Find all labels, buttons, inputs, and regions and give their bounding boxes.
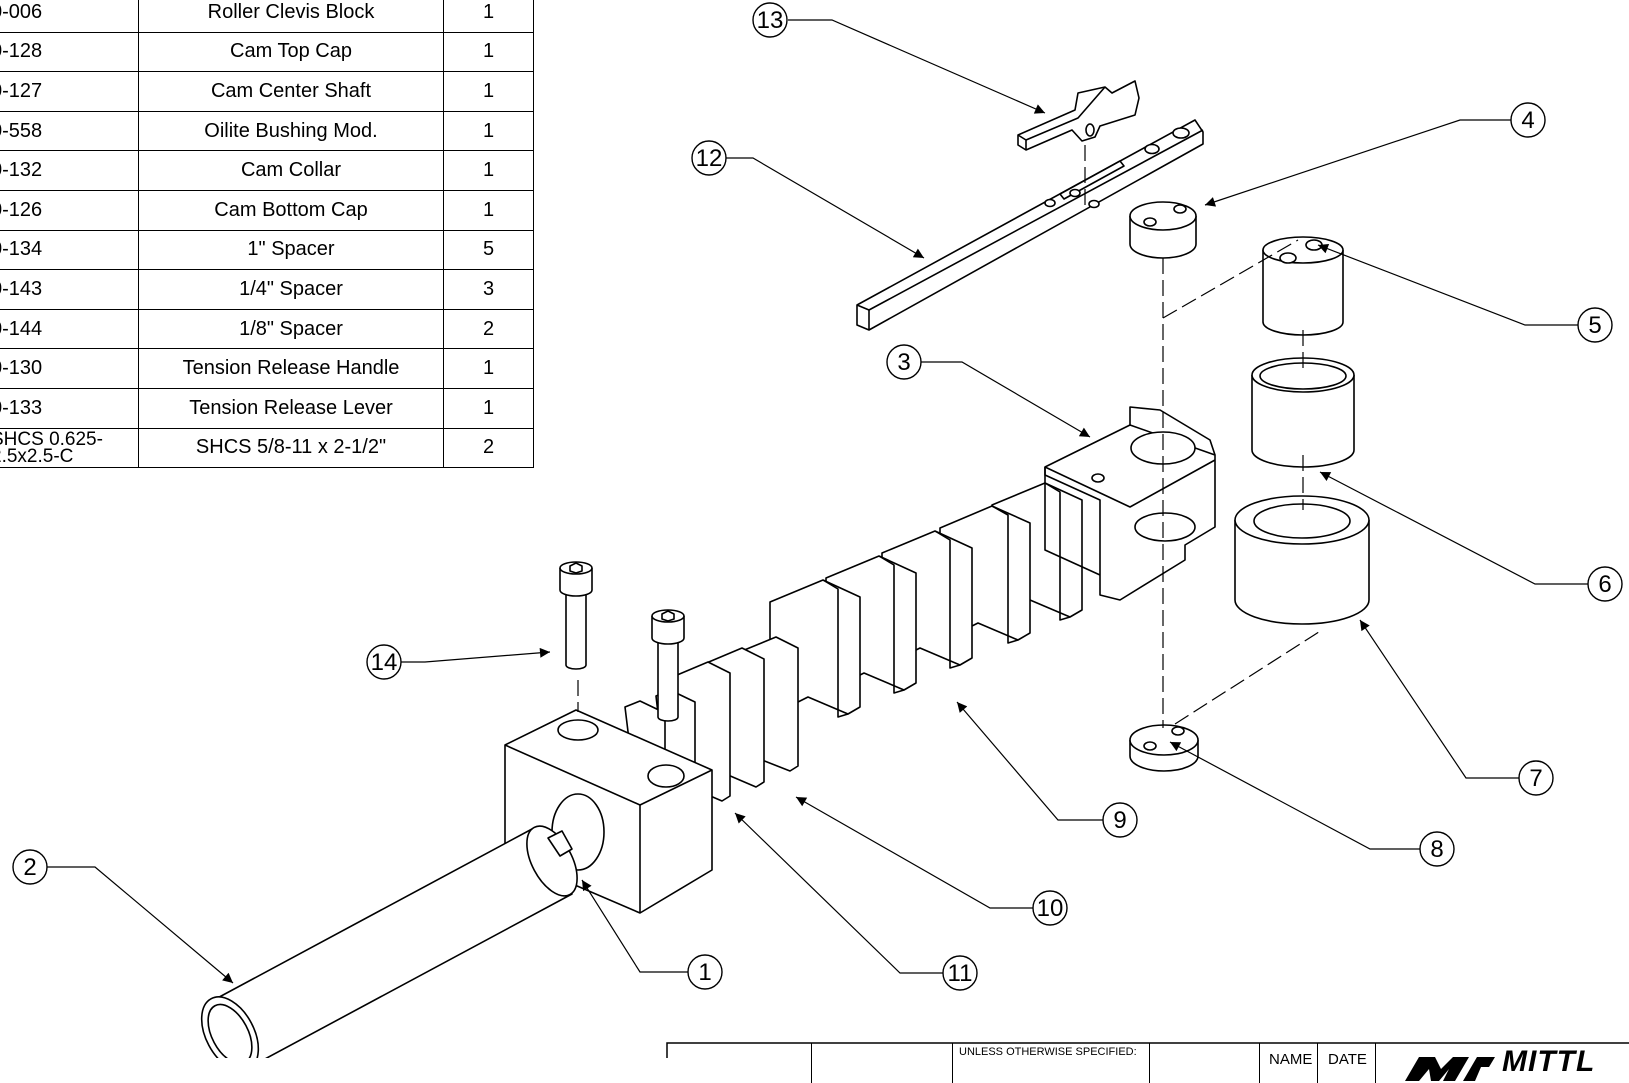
balloon-12: 12	[691, 140, 727, 176]
part-number: SHCS 0.625-2.5x2.5-C	[0, 427, 139, 469]
assembly-parts	[200, 80, 1370, 1058]
unless-specified-label: UNLESS OTHERWISE SPECIFIED:	[959, 1046, 1137, 1058]
part-description: Tension Release Lever	[138, 387, 444, 429]
svg-text:5: 5	[1588, 312, 1601, 339]
roller-shaft	[200, 825, 578, 1058]
title-block: UNLESS OTHERWISE SPECIFIED: NAME DATE MI…	[667, 1043, 1629, 1083]
balloon-1: 1	[687, 954, 723, 990]
balloon-14: 14	[366, 644, 402, 680]
center-lines	[577, 145, 1323, 728]
svg-text:9: 9	[1113, 807, 1126, 834]
part-number: 0-006	[0, 0, 139, 33]
part-description: Cam Collar	[138, 150, 444, 191]
balloon-13: 13	[752, 2, 788, 38]
part-description: Roller Clevis Block	[138, 0, 444, 33]
balloon-10: 10	[1032, 890, 1068, 926]
svg-text:1: 1	[698, 959, 711, 986]
part-description: 1/8" Spacer	[138, 308, 444, 350]
balloon-7: 7	[1518, 760, 1554, 796]
cam-bottom-cap	[1129, 724, 1199, 772]
title-block-frame	[666, 1042, 1629, 1058]
svg-text:14: 14	[371, 649, 398, 676]
table-row: SHCS 0.625-2.5x2.5-C SHCS 5/8-11 x 2-1/2"…	[0, 427, 534, 469]
cam-collar	[1234, 495, 1370, 625]
svg-text:2: 2	[23, 854, 36, 881]
tension-release-lever	[856, 119, 1204, 331]
cam-center-shaft	[1262, 236, 1344, 336]
part-description: SHCS 5/8-11 x 2-1/2"	[138, 427, 444, 469]
oilite-bushing	[1251, 357, 1355, 468]
part-number: 0-558	[0, 110, 139, 152]
title-block-divider	[1259, 1043, 1260, 1083]
cam-top-cap	[1129, 201, 1197, 259]
title-block-divider	[1317, 1043, 1318, 1083]
svg-text:10: 10	[1037, 895, 1064, 922]
part-description: Oilite Bushing Mod.	[138, 110, 444, 152]
exploded-assembly-drawing: 13 12 4 5 3 6 14 9	[12, 2, 1629, 1058]
company-logo-icon	[1405, 1057, 1495, 1081]
part-description: Cam Bottom Cap	[138, 189, 444, 231]
svg-text:12: 12	[696, 145, 723, 172]
part-quantity: 1	[443, 31, 534, 73]
balloon-9: 9	[1102, 802, 1138, 838]
svg-text:8: 8	[1430, 836, 1443, 863]
svg-text:6: 6	[1598, 571, 1611, 598]
svg-text:13: 13	[757, 7, 784, 34]
balloon-5: 5	[1577, 307, 1613, 343]
part-number: 0-144	[0, 308, 139, 350]
title-block-divider	[952, 1043, 953, 1083]
balloon-11: 11	[942, 955, 978, 991]
part-number: 0-132	[0, 150, 139, 191]
leader-lines	[47, 19, 1588, 984]
company-logo-text: MITTL	[1502, 1045, 1596, 1078]
title-block-divider	[811, 1043, 812, 1083]
cap-screw-right	[651, 609, 685, 722]
svg-text:4: 4	[1521, 107, 1534, 134]
balloons: 13 12 4 5 3 6 14 9	[12, 2, 1623, 991]
spacer-stack	[624, 482, 1083, 837]
part-number: 0-143	[0, 269, 139, 310]
balloon-3: 3	[886, 344, 922, 380]
balloon-4: 4	[1510, 102, 1546, 138]
part-quantity: 1	[443, 189, 534, 231]
part-number-text: SHCS 0.625-2.5x2.5-C	[0, 428, 103, 467]
part-number: 0-130	[0, 348, 139, 389]
title-block-divider	[1375, 1043, 1376, 1083]
part-quantity: 2	[443, 427, 534, 469]
tension-release-handle	[1017, 80, 1140, 151]
title-block-divider	[1149, 1043, 1150, 1083]
balloon-8: 8	[1419, 831, 1455, 867]
svg-text:7: 7	[1529, 765, 1542, 792]
name-header: NAME	[1269, 1051, 1313, 1068]
balloon-2: 2	[12, 849, 48, 885]
part-quantity: 3	[443, 269, 534, 310]
date-header: DATE	[1328, 1051, 1367, 1068]
part-quantity: 1	[443, 0, 534, 33]
part-quantity: 1	[443, 71, 534, 112]
cap-screw-left	[559, 561, 593, 670]
part-number: 0-126	[0, 189, 139, 231]
svg-text:3: 3	[897, 349, 910, 376]
balloon-6: 6	[1587, 566, 1623, 602]
part-quantity: 1	[443, 387, 534, 429]
svg-text:11: 11	[948, 960, 973, 987]
